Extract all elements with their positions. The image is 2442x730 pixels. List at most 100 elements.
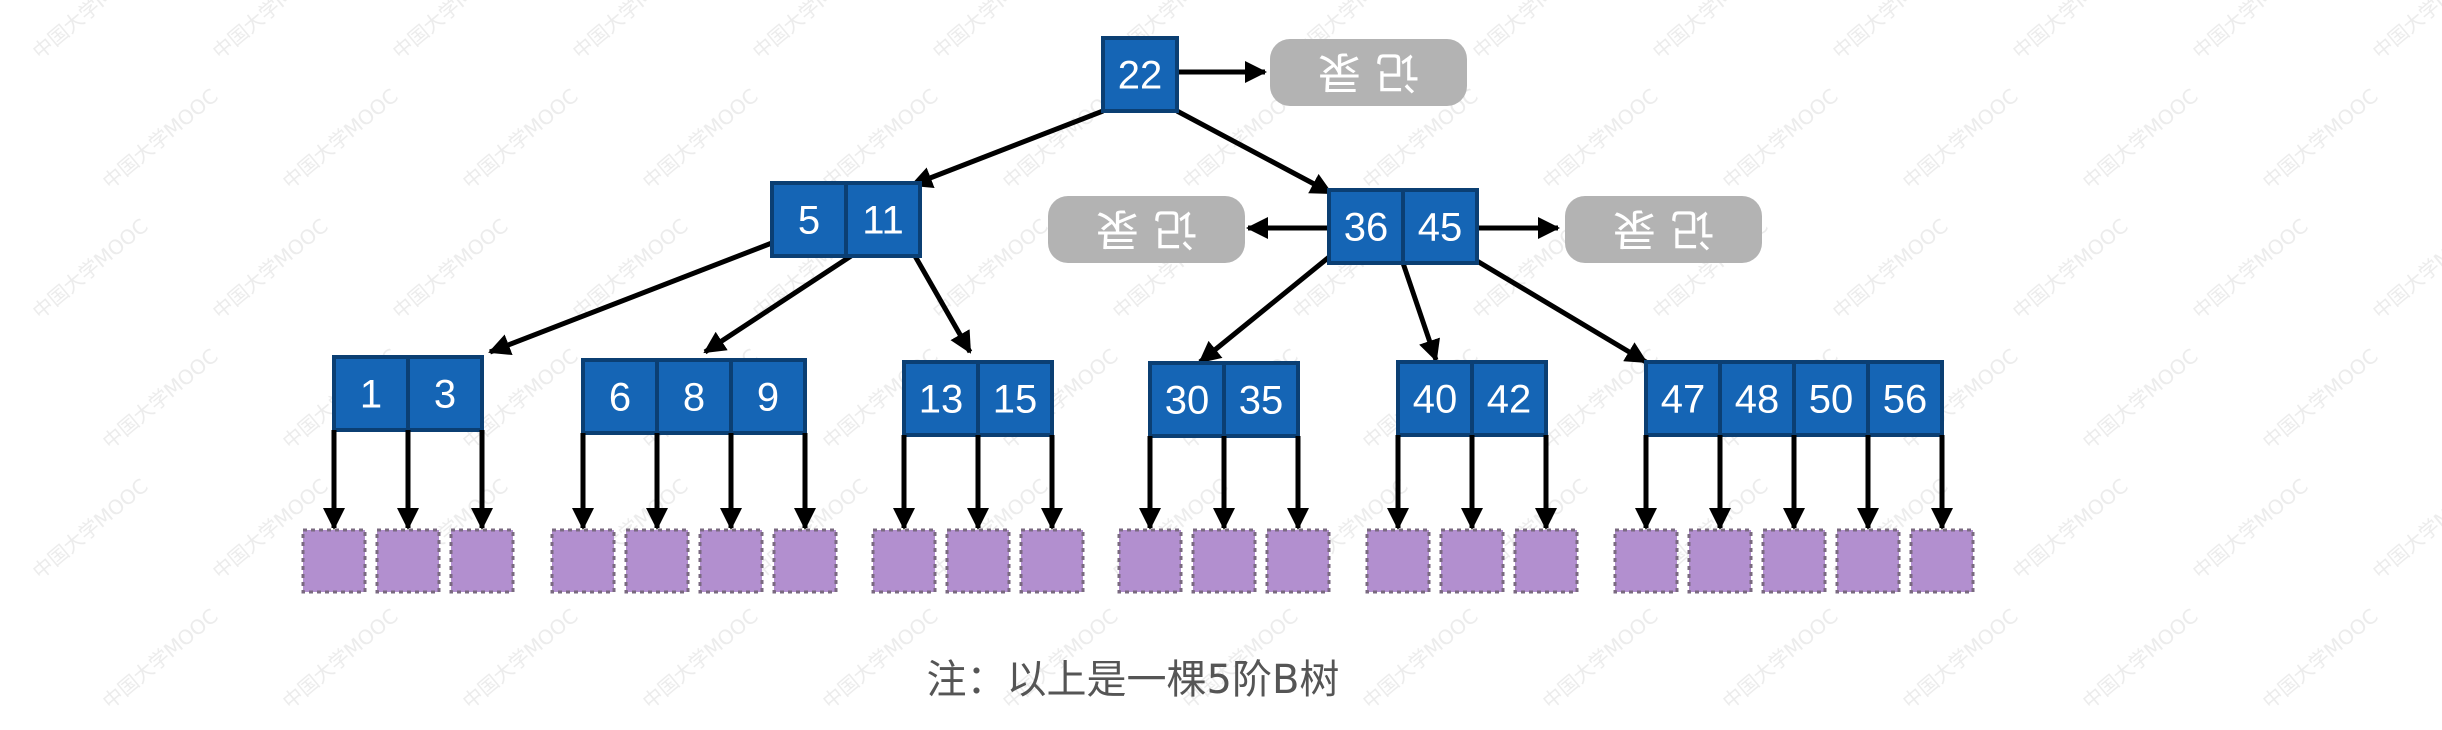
watermark-text: 中国大学MOOC (278, 604, 403, 714)
watermark-text: 中国大学MOOC (98, 84, 223, 194)
key-cell (844, 181, 922, 258)
tree-edge (703, 253, 853, 355)
watermark-text: 中国大学MOOC (2258, 84, 2383, 194)
key-cell (976, 360, 1054, 437)
watermark-text: 中国大学MOOC (98, 604, 223, 714)
diagram-note: 注：以上是一棵5阶B树 (927, 657, 1340, 703)
null-child-box (698, 528, 764, 594)
watermark-text: 中国大学MOOC (638, 84, 763, 194)
watermark-text: 中国大学MOOC (2188, 0, 2313, 64)
watermark-text: 中国大学MOOC (2368, 474, 2442, 584)
watermark-text: 中国大学MOOC (2438, 344, 2442, 454)
watermark-text: 中国大学MOOC (818, 604, 943, 714)
key-label: 22 (1118, 54, 1163, 98)
watermark-text: 中国大学MOOC (638, 604, 763, 714)
null-child-box (772, 528, 838, 594)
record-root: 记 录 (1270, 39, 1467, 106)
watermark-text: 中国大学MOOC (1718, 604, 1843, 714)
tree-edge (488, 238, 778, 356)
watermark-text: 中国大学MOOC (388, 214, 513, 324)
root-node: 22 (1101, 36, 1179, 113)
key-label: 3 (434, 373, 456, 417)
key-label: 35 (1239, 379, 1284, 423)
watermark-text: 中国大学MOOC (208, 0, 333, 64)
null-child-box (1513, 528, 1579, 594)
key-cell (581, 358, 659, 435)
watermark-text: 中国大学MOOC (28, 214, 153, 324)
watermark-text: 中国大学MOOC (2188, 474, 2313, 584)
record-box (1048, 196, 1245, 263)
watermark-text: 中国大学MOOC (278, 84, 403, 194)
record-left: 记 录 (1048, 196, 1245, 263)
tree-edge (1198, 251, 1336, 364)
watermark-text: 中国大学MOOC (1538, 84, 1663, 194)
key-label: 56 (1883, 378, 1928, 422)
watermark-text: 中国大学MOOC (1468, 0, 1593, 64)
leaf-pointers (301, 430, 1975, 594)
watermark-text: 中国大学MOOC (2368, 0, 2442, 64)
key-label: 50 (1809, 378, 1854, 422)
record-label: 记 录 (1613, 204, 1715, 255)
record-right: 记 录 (1565, 196, 1762, 263)
tree-edge (912, 254, 973, 354)
key-label: 42 (1487, 378, 1532, 422)
tree-edges (488, 61, 1648, 365)
watermark-text: 中国大学MOOC (98, 344, 223, 454)
key-label: 1 (360, 373, 382, 417)
key-label: 13 (919, 378, 964, 422)
key-cell (332, 355, 410, 432)
tree-edge (1470, 255, 1648, 365)
watermark-text: 中国大学MOOC (2008, 474, 2133, 584)
watermark-text: 中国大学MOOC (1898, 604, 2023, 714)
watermark-text: 中国大学MOOC (2258, 344, 2383, 454)
watermark-text: 中国大学MOOC (208, 214, 333, 324)
watermark-text: 中国大学MOOC (818, 84, 943, 194)
watermark-text: 中国大学MOOC (568, 0, 693, 64)
null-child-box (1265, 528, 1331, 594)
record-box (1270, 39, 1467, 106)
key-cell (1222, 361, 1300, 438)
watermark-text: 中国大学MOOC (2078, 84, 2203, 194)
null-child-box (624, 528, 690, 594)
null-child-box (301, 528, 367, 594)
key-cell (1718, 360, 1796, 437)
null-child-box (1909, 528, 1975, 594)
key-label: 47 (1661, 378, 1706, 422)
null-child-box (375, 528, 441, 594)
null-child-box (1761, 528, 1827, 594)
watermark-text: 中国大学MOOC (388, 0, 513, 64)
watermark-text: 中国大学MOOC (1718, 84, 1843, 194)
null-child-box (1835, 528, 1901, 594)
key-label: 45 (1418, 206, 1463, 250)
watermark-text: 中国大学MOOC (2008, 214, 2133, 324)
tree-edge (910, 108, 1104, 189)
record-boxes: 记 录记 录记 录 (1048, 39, 1762, 263)
watermark-text: 中国大学MOOC (28, 474, 153, 584)
tree-edge (1175, 108, 1333, 196)
key-label: 8 (683, 376, 705, 420)
key-cell (1401, 188, 1479, 265)
null-child-box (1191, 528, 1257, 594)
key-cell (1101, 36, 1179, 113)
watermark-text: 中国大学MOOC (2078, 604, 2203, 714)
null-child-box (1365, 528, 1431, 594)
record-box (1565, 196, 1762, 263)
key-cell (902, 360, 980, 437)
tree-edge (1400, 262, 1440, 362)
watermark-text: 中国大学MOOC (928, 0, 1053, 64)
watermark-text: 中国大学MOOC (1828, 214, 1953, 324)
watermark-text: 中国大学MOOC (2438, 84, 2442, 194)
watermark-text: 中国大学MOOC (1648, 0, 1773, 64)
key-cell (729, 358, 807, 435)
watermark-text: 中国大学MOOC (2008, 0, 2133, 64)
key-cell (1792, 360, 1870, 437)
key-label: 6 (609, 376, 631, 420)
record-label: 记 录 (1318, 47, 1420, 98)
